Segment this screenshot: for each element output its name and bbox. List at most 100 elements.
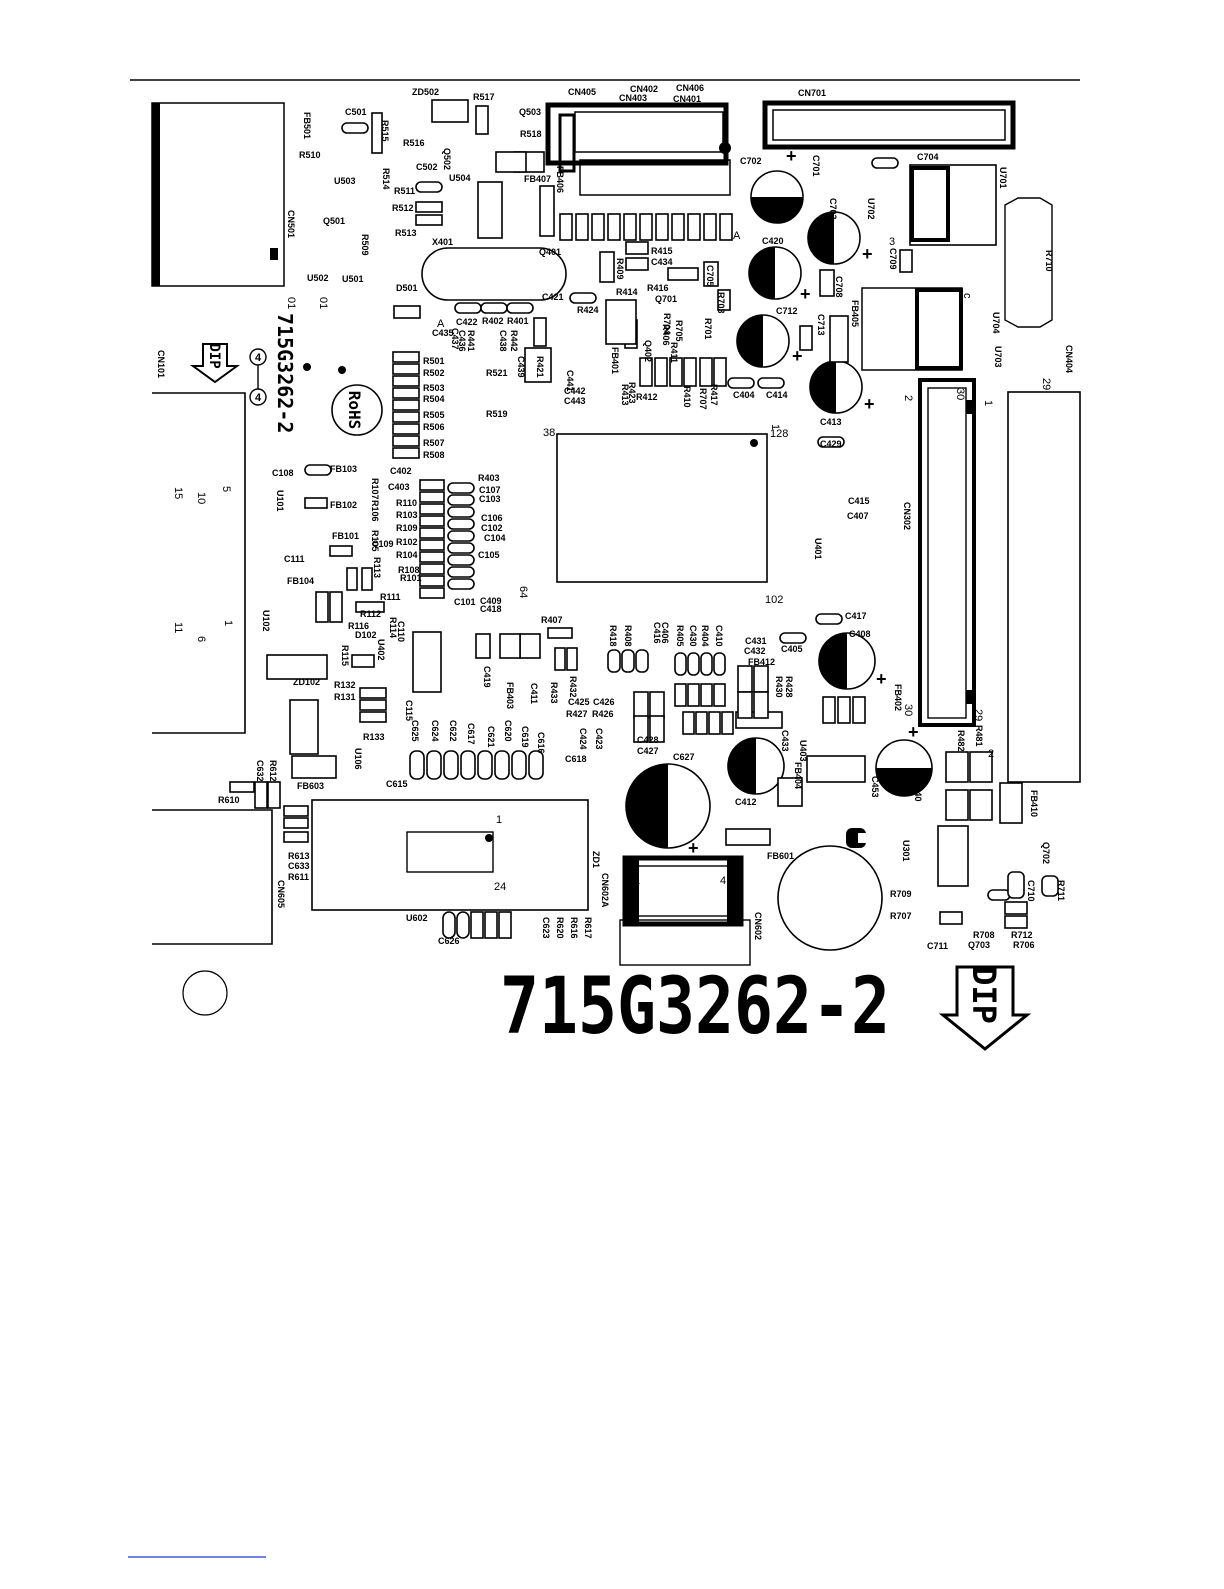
smd-pad xyxy=(599,251,615,283)
label-c442: C442 xyxy=(564,386,586,396)
label-r412: R412 xyxy=(636,392,658,402)
smd-pad xyxy=(699,357,713,387)
smd-pad xyxy=(871,157,899,169)
smd-pad xyxy=(304,464,332,476)
smd-pad xyxy=(315,591,329,623)
label-c624: C624 xyxy=(430,720,440,742)
smd-pad xyxy=(447,542,475,554)
label-cn402: CN402 xyxy=(630,84,658,94)
label-r503: R503 xyxy=(423,383,445,393)
label-c712: C712 xyxy=(776,306,798,316)
label-c423: C423 xyxy=(594,728,604,750)
label-r108: R108 xyxy=(398,565,420,575)
label-c415: C415 xyxy=(848,496,870,506)
label-c426: C426 xyxy=(593,697,615,707)
smd-pad xyxy=(419,491,445,503)
label-r441: R441 xyxy=(466,330,476,352)
label-c502: C502 xyxy=(416,162,438,172)
label-r430: R430 xyxy=(774,676,784,698)
smd-pad xyxy=(392,435,420,447)
label-r103: R103 xyxy=(396,510,418,520)
smd-pad xyxy=(447,530,475,542)
label-c615: C615 xyxy=(386,779,408,789)
smd-pad xyxy=(539,185,555,237)
svg-text:DIP: DIP xyxy=(206,343,222,368)
label-r102: R102 xyxy=(396,537,418,547)
label-r511: R511 xyxy=(394,186,415,196)
label-r612: R612 xyxy=(268,760,278,782)
smd-pad xyxy=(419,539,445,551)
smd-pad xyxy=(713,357,727,387)
label-u702: U702 xyxy=(866,198,876,220)
label-c430: C430 xyxy=(688,625,698,647)
label-c439: C439 xyxy=(516,356,526,378)
label-c627: C627 xyxy=(673,752,695,762)
smd-pad xyxy=(283,805,309,817)
smd-pad xyxy=(524,347,552,383)
label-c402: C402 xyxy=(390,466,412,476)
label-c408: C408 xyxy=(849,629,871,639)
smd-pad xyxy=(682,711,695,735)
label-u106: U106 xyxy=(353,748,363,770)
smd-pad xyxy=(969,789,993,821)
smd-pad xyxy=(442,911,456,939)
label-u102: U102 xyxy=(261,610,271,632)
svg-text:+: + xyxy=(688,838,699,858)
label-c436: C436 xyxy=(457,330,467,352)
label-u501: U501 xyxy=(342,274,364,284)
label-c106: C106 xyxy=(481,513,503,523)
pin-p1e: 1 xyxy=(769,424,781,430)
smd-pad xyxy=(283,831,309,843)
label-r113: R113 xyxy=(372,557,382,578)
smd-pad xyxy=(480,302,508,314)
smd-pad xyxy=(392,363,420,375)
label-c437: C437 xyxy=(450,328,460,350)
smd-pad xyxy=(498,911,512,939)
label-c632: C632 xyxy=(255,760,265,782)
electrolytic-capacitors: + + + + + + + + + xyxy=(625,146,933,858)
label-r705: R705 xyxy=(674,320,684,342)
svg-text:+: + xyxy=(908,722,919,742)
revision-mark-1: 4 xyxy=(255,352,262,364)
label-d501: D501 xyxy=(396,283,418,293)
smd-pad xyxy=(415,201,443,213)
label-r482: R482 xyxy=(956,730,966,752)
revision-mark-2: 4 xyxy=(255,392,262,404)
label-r402: R402 xyxy=(482,316,504,326)
pin-p3: 3 xyxy=(889,236,895,248)
smd-pad xyxy=(713,683,726,707)
smd-pad xyxy=(511,750,527,780)
smd-pad xyxy=(371,112,383,154)
smd-pad xyxy=(392,375,420,387)
smd-pad xyxy=(392,423,420,435)
label-fb601: FB601 xyxy=(767,851,794,861)
label-r427: R427 xyxy=(566,709,588,719)
smd-pad xyxy=(447,554,475,566)
label-c109: C109 xyxy=(372,539,394,549)
smd-pad xyxy=(575,213,589,241)
svg-text:+: + xyxy=(876,669,887,689)
smd-pad xyxy=(254,781,268,809)
pin-p1c: 1 xyxy=(496,814,502,826)
label-r401: R401 xyxy=(507,316,529,326)
smd-pad xyxy=(419,479,445,491)
label-c711: C711 xyxy=(927,941,948,951)
smd-pad xyxy=(633,715,649,743)
pin-p1a: 1 xyxy=(982,400,994,406)
label-fb104: FB104 xyxy=(287,576,314,586)
label-fb405: FB405 xyxy=(850,300,860,327)
smd-pad xyxy=(753,665,769,693)
pin-p4: 4 xyxy=(720,875,726,887)
label-r519: R519 xyxy=(486,409,508,419)
smd-pad xyxy=(969,751,993,783)
pin-p29: 29 xyxy=(972,709,984,721)
pin-p30: 30 xyxy=(902,704,914,716)
smd-pad xyxy=(351,654,375,668)
smd-pad xyxy=(528,750,544,780)
label-r610: R610 xyxy=(218,795,240,805)
label-r502: R502 xyxy=(423,368,445,378)
smd-pad xyxy=(443,750,459,780)
smd-pad xyxy=(937,825,969,887)
